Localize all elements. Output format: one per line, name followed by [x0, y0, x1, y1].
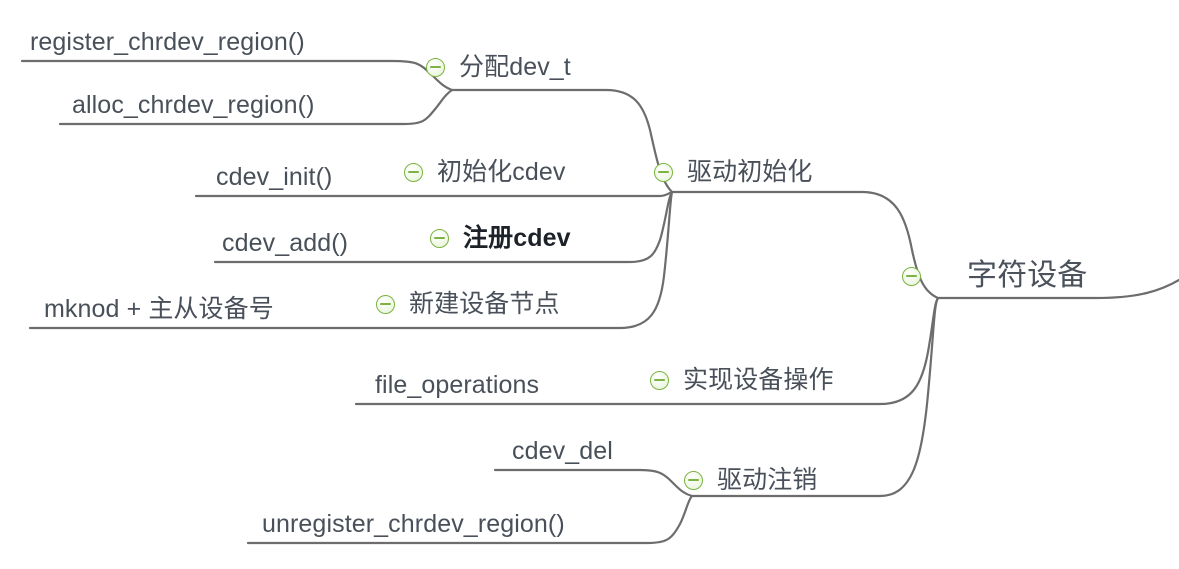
- leaf-label-register-chrdev-region: register_chrdev_region(): [30, 28, 305, 56]
- branch-label-register-cdev: 注册cdev: [463, 224, 571, 252]
- edge-register-chrdev-region: [20, 59, 454, 92]
- branch-label-alloc-dev-t: 分配dev_t: [459, 53, 571, 81]
- branch-node-device-ops[interactable]: 实现设备操作: [650, 365, 834, 395]
- leaf-node-cdev-del[interactable]: cdev_del: [512, 436, 613, 468]
- collapse-minus-icon[interactable]: [376, 294, 395, 314]
- branch-label-drive-unregister: 驱动注销: [717, 466, 818, 494]
- leaf-node-alloc-chrdev-region[interactable]: alloc_chrdev_region(): [72, 90, 315, 122]
- branch-node-alloc-dev-t[interactable]: 分配dev_t: [426, 52, 571, 82]
- leaf-label-mknod: mknod + 主从设备号: [44, 295, 274, 323]
- edge-cdev-del: [493, 468, 694, 498]
- leaf-label-cdev-add: cdev_add(): [222, 229, 349, 257]
- leaf-node-cdev-add[interactable]: cdev_add(): [222, 228, 348, 260]
- branch-label-drive-init: 驱动初始化: [687, 158, 813, 186]
- leaf-label-alloc-chrdev-region: alloc_chrdev_region(): [72, 91, 315, 119]
- collapse-minus-icon[interactable]: [426, 57, 445, 77]
- collapse-minus-icon[interactable]: [654, 162, 673, 182]
- branch-label-init-cdev: 初始化cdev: [437, 158, 566, 186]
- collapse-minus-icon[interactable]: [430, 228, 449, 248]
- collapse-minus-icon[interactable]: [902, 266, 921, 286]
- leaf-node-file-operations[interactable]: file_operations: [375, 370, 539, 402]
- edge-drive-init-to-root: [670, 190, 940, 300]
- leaf-label-unregister-chrdev-region: unregister_chrdev_region(): [262, 510, 565, 538]
- collapse-minus-icon[interactable]: [650, 370, 669, 390]
- root-node-character-device[interactable]: 字符设备: [902, 258, 1087, 294]
- leaf-label-cdev-del: cdev_del: [512, 437, 613, 465]
- collapse-minus-icon[interactable]: [404, 162, 423, 182]
- leaf-node-unregister-chrdev-region[interactable]: unregister_chrdev_region(): [262, 509, 565, 541]
- branch-node-drive-init[interactable]: 驱动初始化: [654, 157, 813, 187]
- branch-node-new-device-node[interactable]: 新建设备节点: [376, 289, 560, 319]
- branch-label-new-device-node: 新建设备节点: [409, 290, 560, 318]
- leaf-node-register-chrdev-region[interactable]: register_chrdev_region(): [30, 27, 305, 59]
- collapse-minus-icon[interactable]: [684, 470, 703, 490]
- leaf-node-cdev-init[interactable]: cdev_init(): [216, 162, 332, 194]
- branch-node-init-cdev[interactable]: 初始化cdev: [404, 157, 566, 187]
- branch-label-device-ops: 实现设备操作: [683, 366, 834, 394]
- root-label-character-device: 字符设备: [967, 259, 1088, 292]
- leaf-node-mknod[interactable]: mknod + 主从设备号: [44, 294, 274, 326]
- branch-node-drive-unregister[interactable]: 驱动注销: [684, 465, 817, 495]
- leaf-label-file-operations: file_operations: [375, 371, 540, 399]
- branch-node-register-cdev[interactable]: 注册cdev: [430, 223, 571, 253]
- leaf-label-cdev-init: cdev_init(): [216, 163, 333, 191]
